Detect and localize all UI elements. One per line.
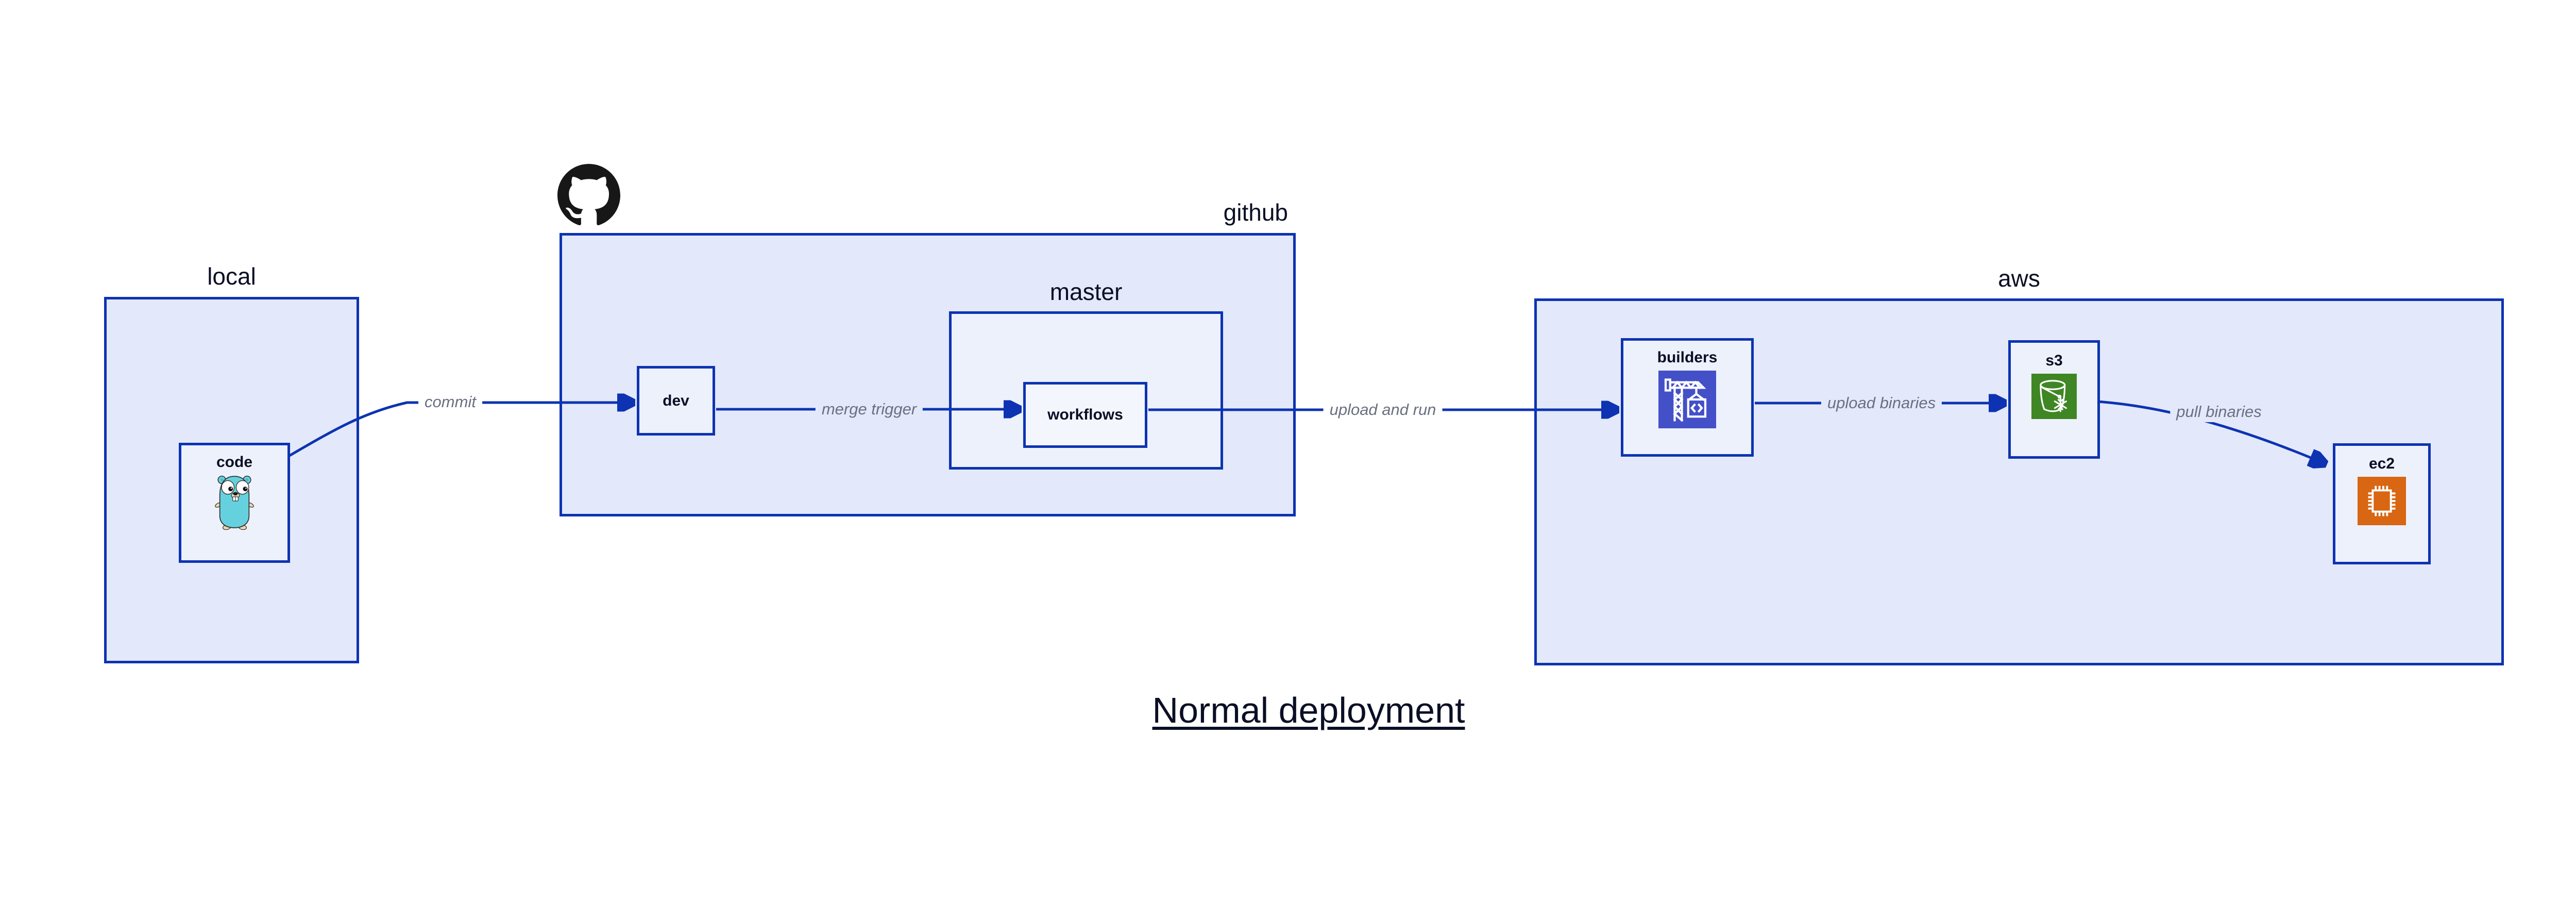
s3-node-label: s3 <box>2045 352 2063 369</box>
diagram-title: Normal deployment <box>1152 690 1465 730</box>
ec2-node-label: ec2 <box>2368 455 2395 472</box>
edge-label-commit: commit <box>418 392 482 412</box>
local-container-label: local <box>207 263 256 290</box>
dev-node-label: dev <box>663 392 689 409</box>
edge-label-pull-binaries: pull binaries <box>2170 402 2268 422</box>
aws-s3-glacier-bucket-icon <box>2031 374 2077 419</box>
github-logo-icon <box>557 164 620 225</box>
aws-ec2-chip-icon <box>2358 477 2406 525</box>
workflows-node-label: workflows <box>1047 406 1123 423</box>
go-gopher-icon <box>215 475 254 530</box>
edge-label-upload-and-run: upload and run <box>1323 399 1443 420</box>
workflows-node: workflows <box>1023 382 1147 448</box>
master-container-label: master <box>1049 278 1123 305</box>
builders-node: builders <box>1621 338 1754 457</box>
code-node: code <box>179 443 290 563</box>
edge-label-upload-binaries: upload binaries <box>1821 393 1942 413</box>
aws-codebuild-crane-icon <box>1658 371 1716 428</box>
code-node-label: code <box>216 454 253 471</box>
edge-label-merge-trigger: merge trigger <box>815 399 923 420</box>
s3-node: s3 <box>2008 340 2100 459</box>
builders-node-label: builders <box>1657 349 1718 366</box>
dev-node: dev <box>637 366 715 436</box>
edge-commit <box>289 403 634 457</box>
github-container-label: github <box>1223 199 1288 226</box>
aws-container-label: aws <box>1998 265 2040 292</box>
ec2-node: ec2 <box>2333 443 2431 564</box>
